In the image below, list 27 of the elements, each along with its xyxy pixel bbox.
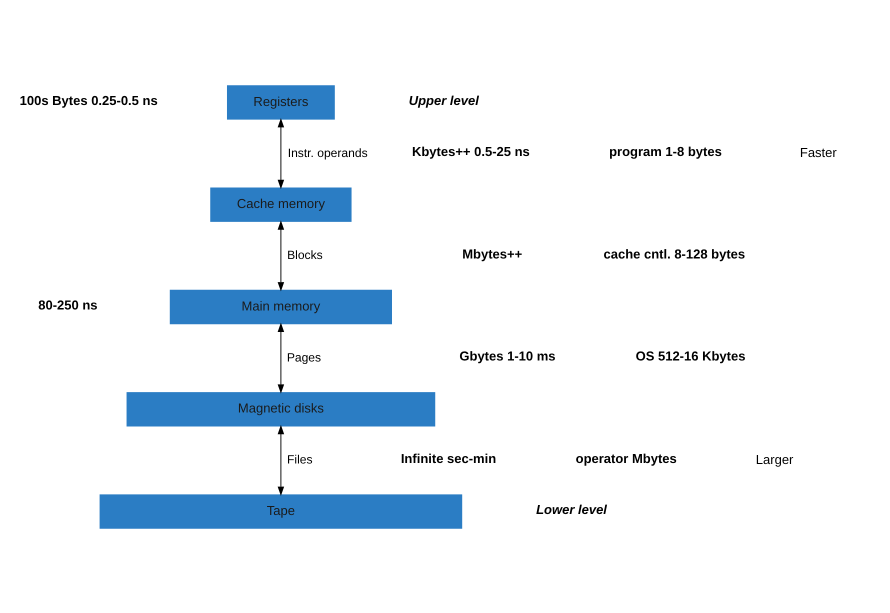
node-box: Main memory bbox=[170, 289, 392, 324]
label: 100s Bytes 0.25-0.5 ns bbox=[20, 92, 158, 108]
arrow bbox=[278, 220, 284, 291]
arrow bbox=[278, 424, 284, 496]
node-box: Tape bbox=[100, 494, 462, 528]
label: Faster bbox=[800, 144, 837, 160]
label: Infinite sec-min bbox=[400, 450, 496, 466]
edge-label: Blocks bbox=[287, 248, 323, 262]
arrow bbox=[278, 118, 284, 189]
label: Mbytes++ bbox=[462, 246, 522, 261]
label: program 1-8 bytes bbox=[609, 144, 722, 159]
edge-label: Instr. operands bbox=[288, 145, 368, 160]
label: Larger bbox=[756, 451, 794, 466]
label: cache cntl. 8-128 bytes bbox=[604, 246, 746, 261]
label: 80-250 ns bbox=[38, 297, 98, 312]
edge-label: Pages bbox=[286, 350, 322, 364]
label: operator Mbytes bbox=[576, 450, 677, 466]
label: Lower level bbox=[536, 502, 607, 517]
node-box: Registers bbox=[226, 84, 335, 120]
edge-label: Files bbox=[287, 452, 313, 466]
label: Upper level bbox=[408, 92, 479, 108]
node-box: Cache memory bbox=[210, 187, 352, 222]
arrow bbox=[278, 322, 284, 394]
node-box: Magnetic disks bbox=[126, 392, 436, 426]
label: Kbytes++ 0.5-25 ns bbox=[412, 144, 530, 159]
label: OS 512-16 Kbytes bbox=[636, 348, 746, 364]
label: Gbytes 1-10 ms bbox=[459, 348, 556, 364]
